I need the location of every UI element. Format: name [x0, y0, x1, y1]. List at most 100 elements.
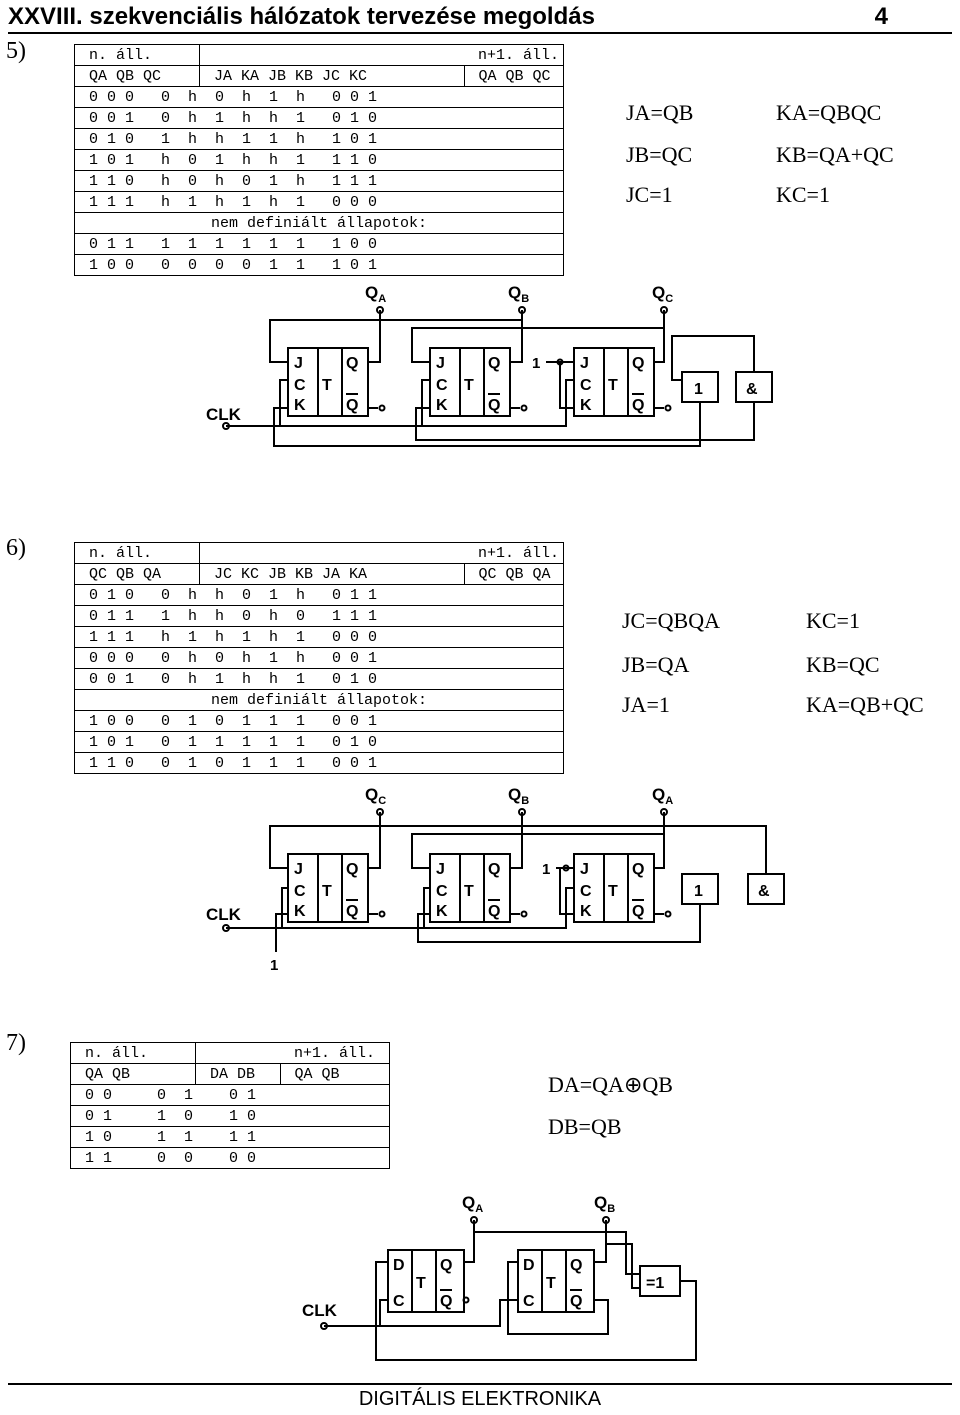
svg-text:K: K: [294, 903, 306, 920]
svg-text:J: J: [294, 355, 303, 372]
head-q: QA QB QC: [74, 65, 200, 87]
clk-label: CLK: [206, 905, 242, 924]
table-row: 0 0 1 0 h 1 h h 1 0 1 0: [74, 668, 564, 690]
section-7-number: 7): [6, 1030, 26, 1056]
svg-text:J: J: [580, 355, 589, 372]
const-one-bottom: 1: [270, 957, 278, 974]
equation-jb: JB=QC: [626, 142, 693, 167]
head-next: n+1. áll.: [464, 542, 564, 564]
head-current: n. áll.: [74, 542, 200, 564]
table-row: 1 0 0 0 1 0 1 1 1 0 0 1: [74, 710, 564, 732]
svg-text:K: K: [294, 397, 306, 414]
circuit-6: QC QB QA JCK TQQ JCK TQQ JCK TQQ 1 & 1 1…: [206, 785, 785, 974]
label-qb: QB: [508, 283, 529, 305]
table-row: 0 1 1 0 1 0: [70, 1105, 390, 1127]
d-flip-flop-a: [387, 1249, 465, 1313]
svg-text:J: J: [436, 861, 445, 878]
page-header: XXVIII. szekvenciális hálózatok tervezés…: [8, 2, 952, 34]
svg-text:D: D: [523, 1257, 535, 1274]
section-5-number: 5): [6, 38, 26, 64]
svg-text:Q: Q: [632, 861, 644, 878]
jk-flip-flop-c: [573, 347, 655, 417]
svg-text:&: &: [758, 883, 770, 900]
table-row: 0 1 0 0 h h 0 1 h 0 1 1: [74, 584, 564, 606]
table-row: 1 0 1 h 0 1 h h 1 1 1 0: [74, 149, 564, 171]
svg-text:T: T: [608, 377, 618, 394]
label-qc: QC: [652, 283, 673, 305]
d-flip-flop-b: [517, 1249, 595, 1313]
svg-text:Q: Q: [346, 903, 358, 920]
svg-text:=1: =1: [646, 1275, 664, 1292]
head-jk: JC KC JB KB JA KA: [199, 563, 465, 585]
svg-text:Q: Q: [346, 397, 358, 414]
svg-text:T: T: [464, 883, 474, 900]
label-qc: QC: [365, 785, 386, 807]
undefined-states-label: nem definiált állapotok:: [74, 212, 564, 234]
table-row: 0 1 1 1 h h 0 h 0 1 1 1: [74, 605, 564, 627]
head-jk: JA KA JB KB JC KC: [199, 65, 465, 87]
svg-text:T: T: [464, 377, 474, 394]
clk-label: CLK: [302, 1301, 338, 1320]
equation-kb: KB=QC: [806, 652, 880, 677]
svg-text:C: C: [580, 377, 592, 394]
svg-text:J: J: [294, 861, 303, 878]
head-qnext: QC QB QA: [463, 563, 564, 585]
head-next: n+1. áll.: [464, 44, 564, 66]
svg-text:Q: Q: [488, 355, 500, 372]
head-q: QC QB QA: [74, 563, 200, 585]
table-row: 1 1 0 0 1 0 1 1 1 0 0 1: [74, 752, 564, 774]
svg-text:Q: Q: [440, 1257, 452, 1274]
svg-text:1: 1: [694, 381, 703, 398]
head-current: n. áll.: [74, 44, 200, 66]
equation-kc: KC=1: [776, 182, 830, 207]
const-one-top: 1: [542, 861, 550, 878]
label-qa: QA: [652, 785, 673, 807]
svg-text:C: C: [523, 1293, 535, 1310]
jk-flip-flop-a: [287, 347, 369, 417]
table-row: 0 0 0 0 h 0 h 1 h 0 0 1: [74, 647, 564, 669]
table-row: 1 0 1 0 1 1 1 1 1 0 1 0: [74, 731, 564, 753]
svg-text:C: C: [580, 883, 592, 900]
equation-ja: JA=1: [622, 692, 670, 717]
equation-ka: KA=QBQC: [776, 100, 882, 125]
equation-ja: JA=QB: [626, 100, 694, 125]
svg-text:T: T: [416, 1275, 426, 1292]
svg-text:C: C: [294, 883, 306, 900]
label-qa: QA: [365, 283, 386, 305]
svg-text:C: C: [436, 883, 448, 900]
svg-text:C: C: [393, 1293, 405, 1310]
table-row: 1 0 1 1 1 1: [70, 1126, 390, 1148]
circuit-5: QA QB QC JCK TQQ JCK TQQ JCK TQQ 1 & 1 C…: [206, 283, 773, 447]
const-one: 1: [532, 355, 540, 372]
label-qb: QB: [594, 1193, 615, 1215]
svg-text:J: J: [580, 861, 589, 878]
svg-text:T: T: [546, 1275, 556, 1292]
table-row: 0 0 1 0 h 1 h h 1 0 1 0: [74, 107, 564, 129]
svg-text:&: &: [746, 381, 758, 398]
svg-text:Q: Q: [632, 355, 644, 372]
page-footer: DIGITÁLIS ELEKTRONIKA: [358, 1388, 602, 1410]
svg-text:T: T: [608, 883, 618, 900]
circuit-7: QA QB DC TQQ DC TQQ =1 CLK: [302, 1193, 697, 1361]
page-title: XXVIII. szekvenciális hálózatok tervezés…: [8, 3, 595, 30]
svg-text:J: J: [436, 355, 445, 372]
svg-text:K: K: [580, 397, 592, 414]
table-row: 1 1 0 0 0 0: [70, 1147, 390, 1169]
head-d: DA DB: [195, 1063, 281, 1085]
svg-text:Q: Q: [488, 397, 500, 414]
head-qnext: QA QB QC: [463, 65, 564, 87]
equation-jc: JC=1: [626, 182, 673, 207]
equation-jc: JC=QBQA: [622, 608, 720, 633]
table-row: 1 1 1 h 1 h 1 h 1 0 0 0: [74, 191, 564, 213]
equation-kb: KB=QA+QC: [776, 142, 894, 167]
head-current: n. áll.: [70, 1042, 196, 1064]
head-q: QA QB: [70, 1063, 196, 1085]
svg-text:Q: Q: [632, 397, 644, 414]
svg-text:K: K: [436, 397, 448, 414]
svg-text:Q: Q: [346, 355, 358, 372]
svg-text:1: 1: [694, 883, 703, 900]
clk-label: CLK: [206, 405, 242, 424]
page-number: 4: [874, 3, 888, 30]
